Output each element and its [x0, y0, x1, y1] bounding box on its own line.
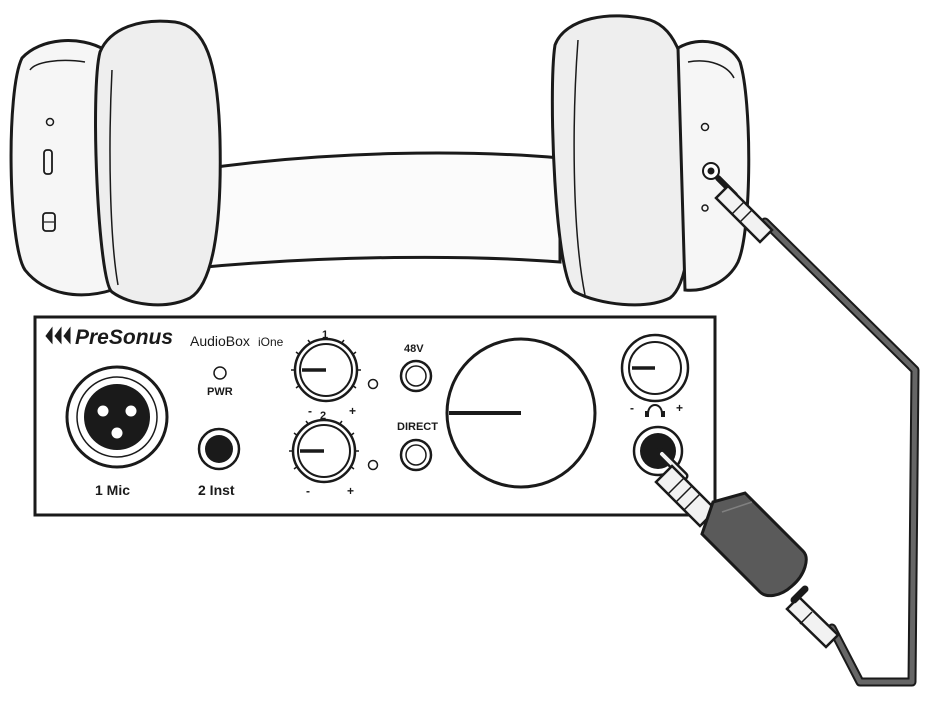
- right-button-bottom-icon: [701, 204, 709, 212]
- headphone-headband: [193, 151, 562, 270]
- headphones-icon: [645, 404, 665, 417]
- gain-knob-2[interactable]: [289, 418, 359, 484]
- left-earcup: [9, 19, 222, 307]
- direct-monitor-button[interactable]: [399, 438, 433, 472]
- headphone-level-knob[interactable]: [620, 333, 690, 403]
- presonus-logo-icon: [45, 326, 71, 345]
- knob2-plus: +: [347, 484, 354, 498]
- knob1-minus: -: [308, 404, 312, 418]
- quarter-inch-plug: [654, 447, 808, 598]
- left-cushion-seam: [109, 69, 119, 286]
- input2-label: 2 Inst: [198, 482, 235, 498]
- phantom-power-label: 48V: [404, 343, 424, 355]
- clip-led-2-icon: [367, 459, 379, 471]
- knob2-minus: -: [306, 484, 310, 498]
- pwr-label: PWR: [207, 386, 233, 398]
- right-earcup: [550, 14, 751, 307]
- usb-port-icon: [43, 149, 53, 175]
- clip-led-1-icon: [367, 378, 379, 390]
- hp-knob-plus: +: [676, 401, 683, 415]
- knob1-plus: +: [349, 404, 356, 418]
- power-switch-icon: [42, 212, 56, 232]
- audiobox-device: PreSonus AudioBox iOne 1 Mic PWR 2 Inst: [33, 315, 717, 517]
- knob2-number: 2: [320, 410, 326, 422]
- xlr-input-jack[interactable]: [65, 365, 169, 469]
- main-volume-knob[interactable]: [445, 337, 597, 489]
- left-earcup-inner-edge: [29, 59, 86, 71]
- left-button-icon: [45, 117, 55, 127]
- left-earcup-shell: [9, 39, 114, 297]
- instrument-input-jack[interactable]: [197, 427, 241, 471]
- knob1-number: 1: [322, 329, 328, 341]
- left-earcup-cushion: [94, 19, 222, 307]
- direct-monitor-label: DIRECT: [397, 421, 438, 433]
- audio-cable: [760, 217, 920, 687]
- model-name: AudioBox: [190, 333, 250, 349]
- hp-knob-minus: -: [630, 401, 634, 415]
- brand-name: PreSonus: [75, 326, 173, 349]
- gain-knob-1[interactable]: [291, 337, 361, 403]
- phantom-power-button[interactable]: [399, 359, 433, 393]
- model-suffix: iOne: [258, 335, 284, 349]
- input1-label: 1 Mic: [95, 482, 130, 498]
- power-led-icon: [213, 366, 227, 380]
- right-earcup-cushion: [550, 14, 694, 307]
- right-cushion-seam: [573, 39, 586, 296]
- mini-plug-headphone-end: [714, 175, 774, 244]
- right-button-top-icon: [700, 122, 710, 132]
- mini-plug-adapter-tail: [785, 585, 840, 649]
